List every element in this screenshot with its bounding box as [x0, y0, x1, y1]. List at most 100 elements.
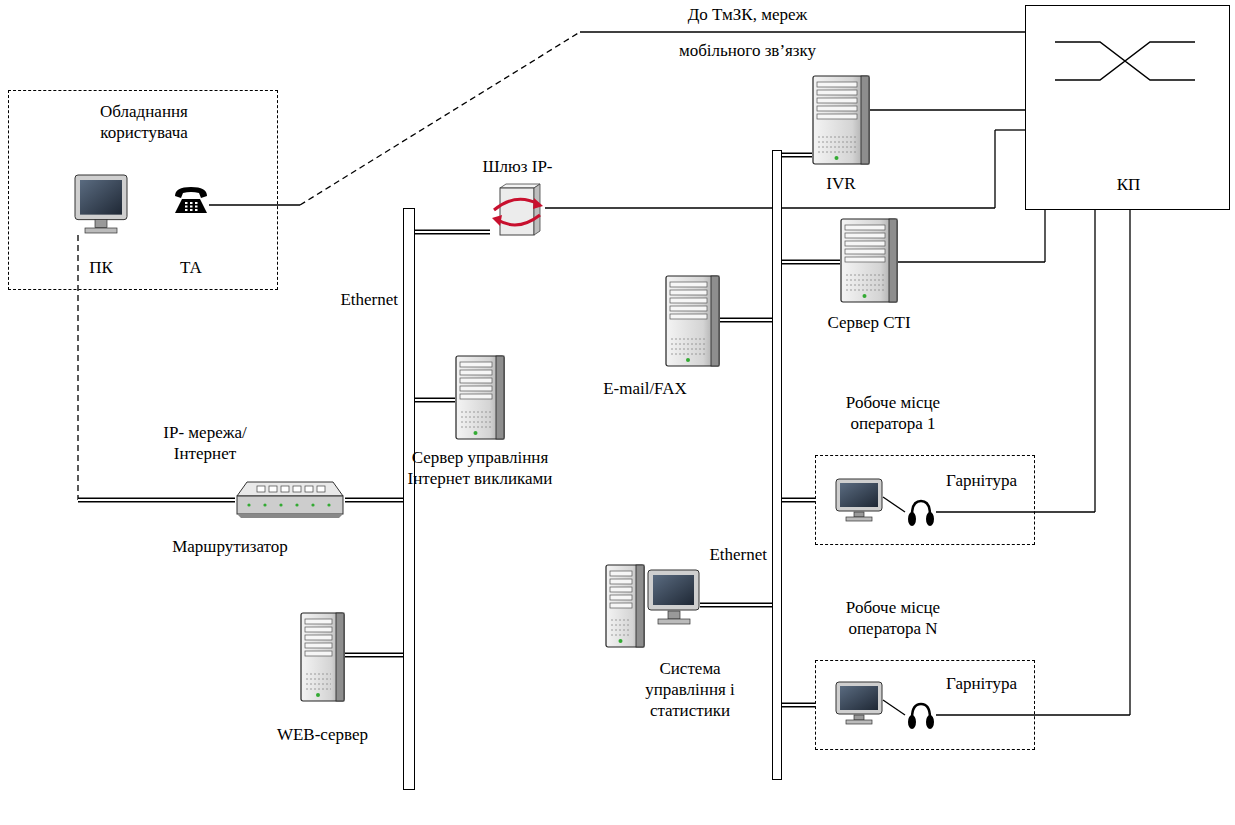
- connector-stroke: [375, 499, 403, 501]
- graphic-part: [460, 378, 492, 383]
- graphic-part: [846, 290, 884, 291]
- node-label: ПК: [73, 257, 129, 278]
- connector: [415, 232, 490, 233]
- graphic-part: [305, 486, 313, 492]
- graphic-part: [813, 76, 869, 164]
- graphic-part: [854, 512, 864, 517]
- graphic-part: [460, 386, 492, 391]
- server-icon: IVR: [812, 75, 870, 165]
- graphic-part: [653, 575, 694, 605]
- graphic-part: [610, 571, 632, 576]
- connector-stroke: [78, 498, 235, 503]
- graphic-part: [461, 412, 491, 413]
- graphic-part: [85, 228, 117, 233]
- gateway-icon-graphic: [490, 182, 545, 237]
- graphic-part: [817, 90, 857, 95]
- connector-stroke: [782, 499, 798, 501]
- connector-stroke: [375, 653, 403, 658]
- node-label: Маршрутизатор: [155, 536, 305, 557]
- graphic-part: [311, 503, 314, 506]
- graphic-part: [818, 142, 856, 143]
- graphic-part: [671, 344, 706, 345]
- connector: [936, 210, 1095, 512]
- connector: [782, 262, 840, 263]
- graphic-part: [492, 215, 502, 226]
- connector: [936, 210, 1130, 715]
- connector-stroke: [782, 498, 798, 503]
- graphic-part: [305, 627, 332, 632]
- graphic-part: [610, 603, 632, 608]
- graphic-part: [190, 202, 193, 204]
- graphic-part: [281, 486, 289, 492]
- graphic-part: [195, 209, 198, 211]
- graphic-part: [247, 503, 250, 506]
- graphic-part: [185, 202, 188, 204]
- connector: [720, 320, 772, 321]
- graphic-part: [846, 275, 884, 276]
- graphic-part: [670, 306, 707, 311]
- connector-stroke: [580, 31, 1025, 32]
- node-label: Гарнітура: [946, 673, 1036, 694]
- connector-stroke: [375, 654, 403, 656]
- graphic-part: [863, 294, 867, 298]
- connector-stroke: [720, 319, 745, 321]
- server-icon-graphic: [840, 218, 898, 303]
- connector: [782, 705, 815, 706]
- headset-wire: [883, 700, 905, 715]
- connector-stroke: [782, 260, 810, 265]
- graphic-part: [237, 482, 343, 496]
- graphic-part: [836, 682, 882, 714]
- graphic-part: [257, 486, 265, 492]
- graphic-part: [840, 483, 878, 507]
- connector-stroke: [898, 261, 1045, 262]
- graphic-part: [611, 635, 631, 636]
- server-icon: Сервер CTI: [840, 218, 898, 303]
- connector-stroke: [545, 207, 995, 208]
- connector-stroke: [415, 230, 450, 235]
- connector: [415, 400, 455, 401]
- graphic-part: [305, 619, 332, 624]
- server-icon-graphic: [455, 355, 505, 440]
- graphic-part: [846, 720, 872, 724]
- connector-stroke: [745, 319, 772, 321]
- connector-stroke: [870, 109, 950, 110]
- graphic-part: [845, 249, 885, 254]
- graphic-part: [269, 486, 277, 492]
- connector-stroke: [415, 398, 430, 403]
- graphic-part: [671, 339, 706, 340]
- node-label: Сервер CTI: [809, 312, 929, 333]
- connector-stroke: [995, 129, 1025, 130]
- connector: [209, 32, 1025, 205]
- graphic-part: [836, 479, 882, 511]
- connector-stroke: [430, 399, 455, 401]
- graphic-part: [306, 674, 331, 675]
- user-equipment-box: Обладнання користувачаПКТА: [8, 90, 278, 290]
- graphic-part: [263, 503, 266, 506]
- graphic-part: [237, 514, 343, 518]
- connector-stroke: [77, 235, 78, 500]
- graphic-part: [926, 512, 934, 526]
- graphic-part: [80, 180, 122, 215]
- switch-box: КП: [1025, 5, 1230, 210]
- telephone-icon-graphic: [173, 186, 209, 214]
- graphic-part: [861, 76, 869, 164]
- network-label: IP- мережа/Інтернет: [140, 422, 270, 464]
- graphic-part: [306, 684, 331, 685]
- graphic-part: [606, 565, 644, 647]
- graphic-part: [460, 394, 492, 399]
- graphic-part: [671, 354, 706, 355]
- graphic-part: [496, 356, 504, 439]
- graphic-part: [846, 280, 884, 281]
- graphic-part: [818, 137, 856, 138]
- graphic-part: [845, 225, 885, 230]
- graphic-part: [474, 431, 478, 435]
- graphic-part: [817, 98, 857, 103]
- graphic-part: [611, 625, 631, 626]
- connector-stroke: [1094, 210, 1095, 512]
- node-label: Робоче місце оператора N: [828, 597, 958, 639]
- graphic-part: [912, 704, 930, 718]
- graphic-part: [670, 282, 707, 287]
- graphic-part: [658, 619, 690, 624]
- graphic-part: [534, 184, 540, 235]
